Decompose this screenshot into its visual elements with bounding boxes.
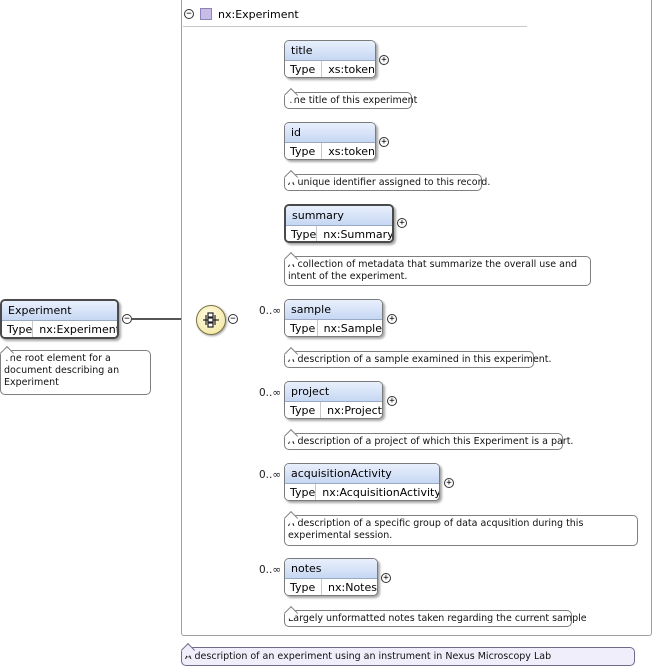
annotation-sample: A description of a sample examined in th… xyxy=(284,351,552,368)
type-row: Type xs:token xyxy=(285,143,375,159)
root-type-row: Type nx:Experiment xyxy=(2,321,119,337)
type-label: Type xyxy=(285,320,318,336)
annotation-acquisitionActivity: A description of a specific group of dat… xyxy=(284,515,638,546)
element-summary[interactable]: summary Type nx:Summary xyxy=(284,204,394,243)
element-notes[interactable]: notes Type nx:Notes xyxy=(284,558,378,596)
root-annotation: The root element for a document describi… xyxy=(0,350,151,395)
type-value: nx:Sample xyxy=(323,322,382,335)
expand-icon[interactable]: + xyxy=(387,396,397,406)
type-value: nx:Experiment xyxy=(39,323,119,336)
sequence-glyph-icon xyxy=(203,312,219,328)
sequence-compositor-icon[interactable] xyxy=(196,305,226,335)
occurrence-label: 0..∞ xyxy=(259,387,282,399)
element-name: acquisitionActivity xyxy=(285,464,439,484)
annotation-summary: A collection of metadata that summarize … xyxy=(284,256,591,286)
type-row: Type nx:Summary xyxy=(286,226,394,241)
expand-icon[interactable]: + xyxy=(381,573,391,583)
element-name: project xyxy=(285,382,382,402)
element-title[interactable]: title Type xs:token xyxy=(284,40,376,78)
element-name: sample xyxy=(285,300,382,320)
root-element-box[interactable]: Experiment Type nx:Experiment xyxy=(0,299,119,339)
element-acquisitionActivity[interactable]: acquisitionActivity Type nx:AcquisitionAc… xyxy=(284,463,440,501)
element-name: title xyxy=(285,41,375,61)
annotation-id: A unique identifier assigned to this rec… xyxy=(284,174,490,191)
annotation-project: A description of a project of which this… xyxy=(284,433,573,450)
expand-icon[interactable]: + xyxy=(444,478,454,488)
sequence-collapse-icon[interactable]: − xyxy=(228,314,238,324)
expand-icon[interactable]: + xyxy=(387,314,397,324)
type-value: nx:Notes xyxy=(328,581,377,594)
type-label: Type xyxy=(286,226,318,241)
type-label: Type xyxy=(285,579,323,595)
type-label: Type xyxy=(285,61,323,77)
occurrence-label: 0..∞ xyxy=(259,305,282,317)
element-sample[interactable]: sample Type nx:Sample xyxy=(284,299,383,337)
root-element-name: Experiment xyxy=(2,301,117,321)
type-value: xs:token xyxy=(328,63,375,76)
type-row: Type xs:token xyxy=(285,61,375,77)
complex-type-icon xyxy=(200,8,212,20)
container-header: − nx:Experiment xyxy=(184,6,299,22)
occurrence-label: 0..∞ xyxy=(259,564,282,576)
expand-icon[interactable]: + xyxy=(397,218,407,228)
expand-icon[interactable]: + xyxy=(379,55,389,65)
type-value: nx:Summary xyxy=(323,228,394,241)
element-project[interactable]: project Type nx:Project xyxy=(284,381,383,419)
type-row: Type nx:Project xyxy=(285,402,382,418)
container-type-name: nx:Experiment xyxy=(218,7,299,21)
type-label: Type xyxy=(285,402,322,418)
type-row: Type nx:Sample xyxy=(285,320,382,336)
root-collapse-icon[interactable]: − xyxy=(122,314,132,324)
type-label: Type xyxy=(285,143,323,159)
occurrence-label: 0..∞ xyxy=(259,469,282,481)
element-id[interactable]: id Type xs:token xyxy=(284,122,376,160)
type-label: Type xyxy=(285,484,317,500)
container-divider xyxy=(183,26,527,27)
type-value: nx:Project xyxy=(327,404,382,417)
element-name: notes xyxy=(285,559,377,579)
type-row: Type nx:AcquisitionActivity xyxy=(285,484,440,500)
element-name: summary xyxy=(286,206,392,226)
annotation-notes: Largely unformatted notes taken regardin… xyxy=(284,610,587,627)
type-row: Type nx:Notes xyxy=(285,579,377,595)
annotation-title: The title of this experiment xyxy=(284,92,417,109)
type-label: Type xyxy=(2,321,34,337)
expand-icon[interactable]: + xyxy=(379,137,389,147)
collapse-icon[interactable]: − xyxy=(184,9,194,19)
type-value: nx:AcquisitionActivity xyxy=(322,486,440,499)
container-annotation: A description of an experiment using an … xyxy=(181,647,635,666)
type-value: xs:token xyxy=(328,145,375,158)
element-name: id xyxy=(285,123,375,143)
